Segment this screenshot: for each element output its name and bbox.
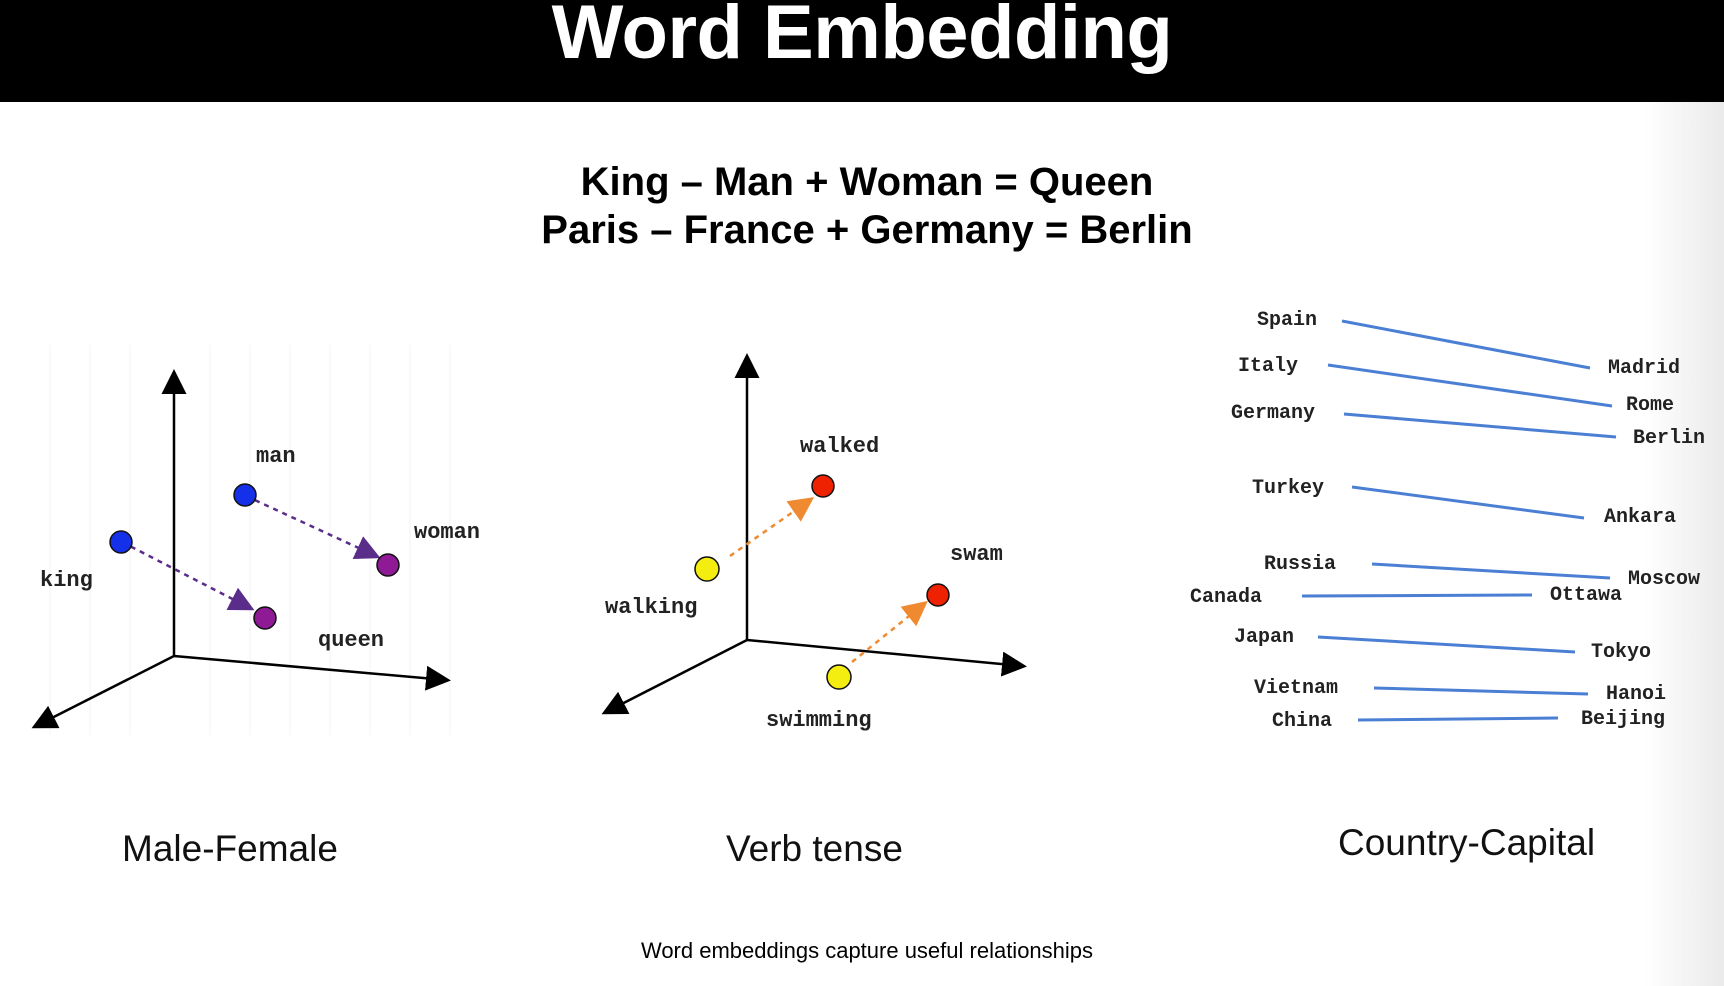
- equations: King – Man + Woman = Queen Paris – Franc…: [0, 158, 1724, 254]
- word-berlin: Berlin: [1633, 427, 1706, 450]
- word-walking: walking: [605, 595, 698, 620]
- word-swimming: swimming: [766, 708, 872, 733]
- word-russia: Russia: [1264, 553, 1337, 576]
- word-canada: Canada: [1190, 586, 1263, 609]
- word-rome: Rome: [1626, 394, 1675, 417]
- caption-country-capital: Country-Capital: [1338, 822, 1596, 863]
- footnote: Word embeddings capture useful relations…: [640, 938, 1094, 963]
- walked-point: [811, 474, 835, 498]
- china-beijing-line: [1357, 716, 1559, 722]
- word-woman: woman: [414, 520, 481, 545]
- caption-male-female: Male-Female: [122, 828, 338, 869]
- word-hanoi: Hanoi: [1606, 683, 1667, 706]
- swimming-point: [826, 664, 852, 690]
- walking-point: [694, 556, 720, 582]
- man-point: [233, 483, 257, 507]
- word-moscow: Moscow: [1628, 568, 1701, 591]
- vietnam-hanoi-line: [1373, 686, 1589, 696]
- verb-tense-axes: [601, 353, 1027, 715]
- equation-paris-berlin: Paris – France + Germany = Berlin: [541, 208, 1193, 252]
- word-turkey: Turkey: [1252, 477, 1325, 500]
- word-beijing: Beijing: [1581, 708, 1666, 731]
- word-vietnam: Vietnam: [1254, 677, 1339, 700]
- swam-point: [926, 583, 950, 607]
- country-capital-lines: [1301, 319, 1617, 722]
- germany-berlin-line: [1343, 412, 1617, 439]
- word-queen: queen: [318, 628, 385, 653]
- word-spain: Spain: [1257, 309, 1318, 332]
- male-female-axes: [31, 369, 451, 729]
- word-man: man: [256, 444, 296, 469]
- spain-madrid-line: [1341, 319, 1591, 370]
- italy-rome-line: [1327, 363, 1613, 408]
- king-point: [109, 530, 133, 554]
- word-ankara: Ankara: [1604, 506, 1677, 529]
- caption-verb-tense: Verb tense: [726, 828, 903, 869]
- slide-title: Word Embedding: [551, 0, 1173, 75]
- queen-point: [253, 606, 277, 630]
- word-japan: Japan: [1234, 626, 1295, 649]
- word-china: China: [1272, 710, 1333, 733]
- turkey-ankara-line: [1351, 485, 1585, 520]
- word-swam: swam: [950, 542, 1003, 567]
- word-tokyo: Tokyo: [1591, 641, 1652, 664]
- king-to-queen-arrow: [121, 540, 255, 611]
- word-italy: Italy: [1238, 355, 1299, 378]
- word-germany: Germany: [1231, 402, 1316, 425]
- word-king: king: [40, 568, 93, 593]
- word-ottawa: Ottawa: [1550, 584, 1623, 607]
- russia-moscow-line: [1371, 562, 1611, 580]
- japan-tokyo-line: [1317, 635, 1576, 654]
- woman-point: [376, 553, 400, 577]
- title-bar: Word Embedding: [0, 0, 1724, 102]
- equation-king-queen: King – Man + Woman = Queen: [580, 160, 1154, 204]
- canada-ottawa-line: [1301, 593, 1533, 598]
- right-edge-shadow: [1644, 102, 1724, 986]
- word-madrid: Madrid: [1608, 357, 1681, 380]
- man-to-woman-arrow: [245, 494, 381, 559]
- walking-to-walked-arrow: [729, 497, 815, 558]
- word-walked: walked: [800, 434, 880, 459]
